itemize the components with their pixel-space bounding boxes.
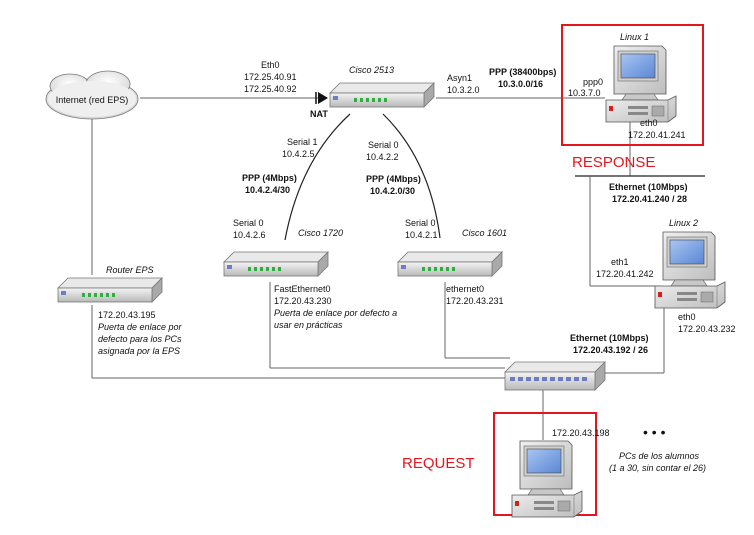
cisco1601-eth-label: ethernet0 xyxy=(446,284,484,294)
cisco2513-asyn1-label: Asyn1 xyxy=(447,73,472,83)
router-eps-name: Router EPS xyxy=(106,265,154,275)
students-line1: PCs de los alumnos xyxy=(619,451,700,461)
cisco1601-serial0-label: Serial 0 xyxy=(405,218,436,228)
cisco1720-name: Cisco 1720 xyxy=(298,228,343,238)
linux2-pc-icon xyxy=(654,231,726,309)
cisco2513-eth0-ip2: 172.25.40.92 xyxy=(244,84,297,94)
cisco1720-router-icon xyxy=(223,251,329,277)
cisco1601-name: Cisco 1601 xyxy=(462,228,507,238)
response-label: RESPONSE xyxy=(572,154,655,171)
ethernet-bottom-net: 172.20.43.192 / 26 xyxy=(573,345,648,355)
linux2-eth0-ip: 172.20.43.232 xyxy=(678,324,736,334)
cisco1720-fe-label: FastEthernet0 xyxy=(274,284,331,294)
more-dots: • • • xyxy=(643,424,666,440)
cisco2513-serial1-ip: 10.4.2.5 xyxy=(282,149,315,159)
ppp-left-net: 10.4.2.4/30 xyxy=(245,185,290,195)
cisco1720-note-line2: usar en prácticas xyxy=(274,320,343,330)
router-eps-ip: 172.20.43.195 xyxy=(98,310,156,320)
linux1-pc-icon xyxy=(605,45,677,123)
ethernet-switch-icon xyxy=(504,361,606,391)
linux1-eth0-label: eth0 xyxy=(640,118,658,128)
cisco2513-serial1-label: Serial 1 xyxy=(287,137,318,147)
linux2-eth0-label: eth0 xyxy=(678,312,696,322)
cisco2513-router-icon xyxy=(329,82,435,108)
nat-label: NAT xyxy=(310,109,328,119)
cisco2513-serial0-ip: 10.4.2.2 xyxy=(366,152,399,162)
ppp-right-title: PPP (4Mbps) xyxy=(366,174,421,184)
router-eps-note-line2: defecto para los PCs xyxy=(98,334,182,344)
router-eps-icon xyxy=(57,277,163,303)
wire-serial-right xyxy=(382,113,441,239)
cisco1720-note-line1: Puerta de enlace por defecto a xyxy=(274,308,397,318)
cisco1601-serial0-ip: 10.4.2.1 xyxy=(405,230,438,240)
cisco1601-router-icon xyxy=(397,251,503,277)
response-highlight-box xyxy=(561,24,704,146)
ethernet-top-net: 172.20.41.240 / 28 xyxy=(612,194,687,204)
linux2-eth1-label: eth1 xyxy=(611,257,629,267)
cisco2513-eth0-label: Eth0 xyxy=(261,60,280,70)
cisco2513-eth0-ip1: 172.25.40.91 xyxy=(244,72,297,82)
linux1-name: Linux 1 xyxy=(620,32,649,42)
linux2-name: Linux 2 xyxy=(669,218,698,228)
linux1-eth0-ip: 172.20.41.241 xyxy=(628,130,686,140)
request-label: REQUEST xyxy=(402,455,475,472)
linux2-eth1-ip: 172.20.41.242 xyxy=(596,269,654,279)
cisco2513-serial0-label: Serial 0 xyxy=(368,140,399,150)
cisco1720-serial0-ip: 10.4.2.6 xyxy=(233,230,266,240)
cisco1720-fe-ip: 172.20.43.230 xyxy=(274,296,332,306)
internet-label: Internet (red EPS) xyxy=(56,95,129,105)
request-pc-ip: 172.20.43.198 xyxy=(552,428,610,438)
ethernet-top-title: Ethernet (10Mbps) xyxy=(609,182,688,192)
linux1-ppp0-ip: 10.3.7.0 xyxy=(568,88,601,98)
cisco1601-eth-ip: 172.20.43.231 xyxy=(446,296,504,306)
cisco2513-name: Cisco 2513 xyxy=(349,65,394,75)
internet-cloud: Internet (red EPS) xyxy=(45,70,139,120)
wire-serial-left xyxy=(284,113,351,241)
students-line2: (1 a 30, sin contar el 26) xyxy=(609,463,706,473)
router-eps-note-line3: asignada por la EPS xyxy=(98,346,180,356)
cisco1720-serial0-label: Serial 0 xyxy=(233,218,264,228)
ethernet-bottom-title: Ethernet (10Mbps) xyxy=(570,333,649,343)
nat-icon xyxy=(315,92,328,104)
request-pc-icon xyxy=(511,440,583,518)
cisco2513-asyn1-ip: 10.3.2.0 xyxy=(447,85,480,95)
ppp-right-net: 10.4.2.0/30 xyxy=(370,186,415,196)
linux1-ppp0-label: ppp0 xyxy=(583,77,603,87)
router-eps-note-line1: Puerta de enlace por xyxy=(98,322,183,332)
ppp-async-title: PPP (38400bps) xyxy=(489,67,556,77)
ppp-async-net: 10.3.0.0/16 xyxy=(498,79,543,89)
ppp-left-title: PPP (4Mbps) xyxy=(242,173,297,183)
